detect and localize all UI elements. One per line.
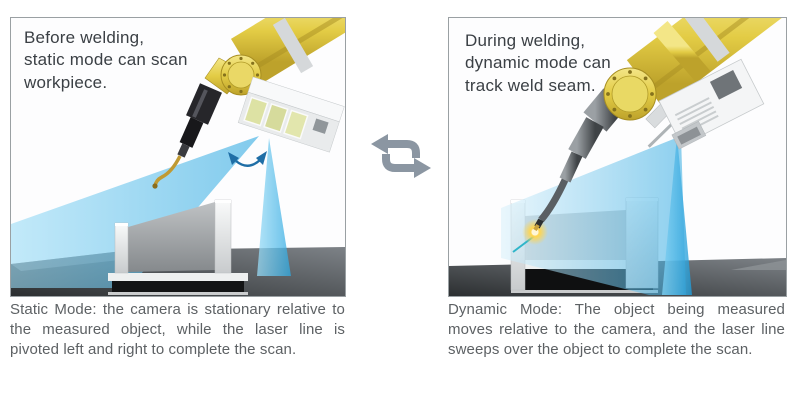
- static-mode-panel: Before welding, static mode can scan wor…: [10, 17, 346, 297]
- camera-lens: [677, 126, 701, 145]
- robot-arm: [603, 18, 782, 121]
- static-mode-illustration: [11, 18, 345, 296]
- tracking-camera: [645, 58, 765, 150]
- welding-wire: [153, 155, 182, 187]
- laser-fan-narrow: [257, 138, 291, 276]
- pivot-arrow-icon: [228, 151, 267, 167]
- camera-lens-window: [283, 109, 309, 140]
- laser-fan-wide: [11, 136, 259, 288]
- laser-camera: [237, 76, 345, 153]
- camera-lens-window: [243, 96, 269, 127]
- static-mode-caption: Static Mode: the camera is stationary re…: [10, 301, 345, 358]
- dynamic-mode-caption: Dynamic Mode: The object being measured …: [448, 301, 785, 358]
- static-mode-heading: Before welding, static mode can scan wor…: [24, 28, 188, 92]
- camera-vents: [674, 97, 719, 134]
- laser-sheet: [501, 136, 692, 295]
- weld-glow: [512, 219, 548, 253]
- dynamic-mode-heading: During welding, dynamic mode can track w…: [465, 31, 611, 95]
- dynamic-mode-panel: During welding, dynamic mode can track w…: [448, 17, 787, 297]
- flange-bolts: [606, 70, 654, 118]
- welding-torch: [152, 83, 222, 189]
- workpiece-channel: [108, 199, 248, 295]
- camera-lens-window: [263, 103, 289, 133]
- dynamic-mode-illustration: [449, 18, 786, 296]
- robot-arm: [204, 18, 345, 96]
- camera-window: [709, 70, 743, 100]
- swap-arrows-icon: [371, 134, 431, 178]
